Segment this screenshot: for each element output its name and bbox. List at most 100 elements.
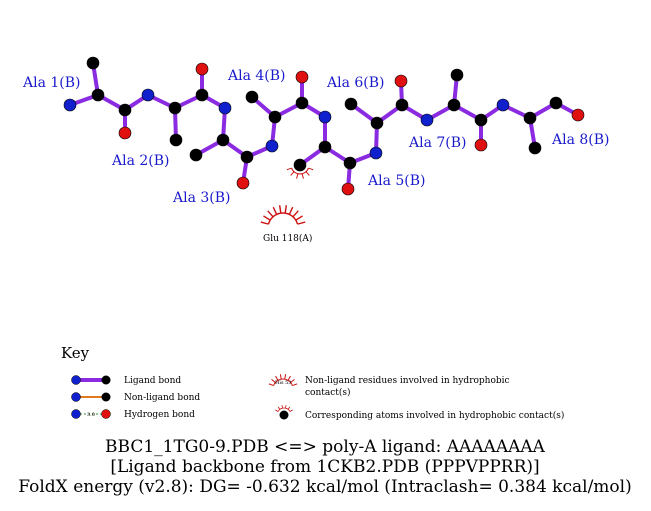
arc-curve xyxy=(273,378,293,386)
carbon-atom xyxy=(91,88,105,102)
arc-spike xyxy=(295,215,303,221)
arc-spike xyxy=(305,171,310,176)
arc-spike xyxy=(296,173,299,179)
arc-spike xyxy=(279,374,282,380)
carbon-atom xyxy=(295,96,309,110)
key-hbond-label: Hydrogen bond xyxy=(124,410,195,420)
arc-spike xyxy=(290,171,295,176)
nitrogen-atom xyxy=(218,101,232,115)
carbon-atom xyxy=(86,56,100,70)
carbon-atom xyxy=(549,96,563,110)
residue-label-ala1: Ala 1(B) xyxy=(22,75,81,91)
caption-line-3: FoldX energy (v2.8): DG= -0.632 kcal/mol… xyxy=(18,477,631,497)
oxygen-atom xyxy=(236,176,250,190)
arc-spike xyxy=(267,210,274,218)
arc-spike xyxy=(287,406,291,410)
arc-spike xyxy=(292,210,299,218)
carbon-atom xyxy=(370,116,384,130)
arc-spike xyxy=(297,221,306,225)
arc-spike xyxy=(263,215,271,221)
carbon-atom xyxy=(268,110,282,124)
key-hbond-distance: 3.0 xyxy=(87,412,95,418)
hydrophobic-arc-icon xyxy=(260,205,306,225)
carbon-atom xyxy=(118,103,132,117)
oxygen-atom xyxy=(474,138,488,152)
residue-label-ala6: Ala 6(B) xyxy=(326,75,385,91)
nitrogen-atom xyxy=(141,88,155,102)
carbon-atom xyxy=(318,140,332,154)
key-nitrogen-atom-icon xyxy=(71,409,81,419)
residue-label-ala3: Ala 3(B) xyxy=(172,190,231,206)
arc-spike xyxy=(308,167,314,171)
arc-spike xyxy=(275,409,279,412)
arc-spike xyxy=(292,383,298,387)
arc-spike xyxy=(290,378,295,383)
key-corresponding-atoms-label: Corresponding atoms involved in hydropho… xyxy=(305,410,564,421)
oxygen-atom xyxy=(394,74,408,88)
hydrophobic-residue-label: Glu 118(A) xyxy=(263,233,312,244)
carbon-atom xyxy=(195,88,209,102)
residue-label-ala8: Ala 8(B) xyxy=(551,132,610,148)
caption-line-1: BBC1_1TG0-9.PDB <=> poly-A ligand: AAAAA… xyxy=(105,437,546,457)
arc-spike xyxy=(301,173,304,179)
arc-spike xyxy=(281,405,283,409)
arc-spike xyxy=(284,374,287,380)
residue-label-ala4: Ala 4(B) xyxy=(227,68,286,84)
hydrophobic-contact-atom-arc-icon xyxy=(286,167,314,179)
key-contact-atom-icon xyxy=(279,410,289,420)
carbon-atom xyxy=(523,111,537,125)
carbon-atom xyxy=(189,148,203,162)
arc-spike xyxy=(268,383,274,387)
oxygen-atom xyxy=(195,62,209,76)
key-carbon-atom-icon xyxy=(101,375,111,385)
carbon-atom xyxy=(474,113,488,127)
carbon-atom xyxy=(343,156,357,170)
residue-label-ala2: Ala 2(B) xyxy=(111,153,170,169)
arc-spike xyxy=(260,221,269,225)
key-oxygen-atom-icon xyxy=(101,409,111,419)
residue-label-ala5: Ala 5(B) xyxy=(367,173,426,189)
carbon-atom xyxy=(169,133,183,147)
nitrogen-atom xyxy=(63,98,77,112)
nitrogen-atom xyxy=(318,110,332,124)
key-nonligand-bond-label: Non-ligand bond xyxy=(124,393,200,403)
carbon-atom xyxy=(168,101,182,115)
carbon-atom xyxy=(240,150,254,164)
carbon-atom xyxy=(450,68,464,82)
nitrogen-atom xyxy=(420,113,434,127)
arc-spike xyxy=(287,375,291,381)
arc-spike xyxy=(278,205,282,214)
nitrogen-atom xyxy=(496,98,510,112)
arc-curve xyxy=(277,407,291,412)
oxygen-atom xyxy=(341,182,355,196)
arc-spike xyxy=(275,375,279,381)
oxygen-atom xyxy=(118,126,132,140)
residue-label-ala7: Ala 7(B) xyxy=(408,135,467,151)
arc-spike xyxy=(284,205,288,214)
ligand-atoms xyxy=(63,56,585,196)
carbon-atom xyxy=(245,90,259,104)
carbon-atom xyxy=(447,98,461,112)
carbon-atom xyxy=(344,97,358,111)
carbon-atom xyxy=(395,98,409,112)
arc-spike xyxy=(277,406,281,410)
arc-spike xyxy=(285,405,287,409)
key-nonligand-residue-label-2: contact(s) xyxy=(305,387,351,398)
key-residue-example: His 53 xyxy=(275,380,291,386)
arc-curve xyxy=(267,212,299,225)
key-ligand-bond-label: Ligand bond xyxy=(124,376,181,386)
arc-spike xyxy=(288,206,294,215)
key-nitrogen-atom-icon xyxy=(71,375,81,385)
ligand-bonds xyxy=(68,61,580,191)
key-hydrophobic-arc-icon xyxy=(268,374,298,387)
key-legend: Key Ligand bond Non-ligand bond 3.0 Hydr… xyxy=(61,344,564,421)
key-nonligand-residue-label-1: Non-ligand residues involved in hydropho… xyxy=(305,376,510,386)
oxygen-atom xyxy=(295,70,309,84)
caption-line-2: [Ligand backbone from 1CKB2.PDB (PPPVPPR… xyxy=(110,457,539,477)
key-contact-atom-arc-icon xyxy=(275,405,293,412)
key-title: Key xyxy=(61,344,90,362)
carbon-atom xyxy=(216,133,230,147)
hydrophobic-residue-glu118: Glu 118(A) xyxy=(260,205,312,244)
carbon-atom xyxy=(293,158,307,172)
